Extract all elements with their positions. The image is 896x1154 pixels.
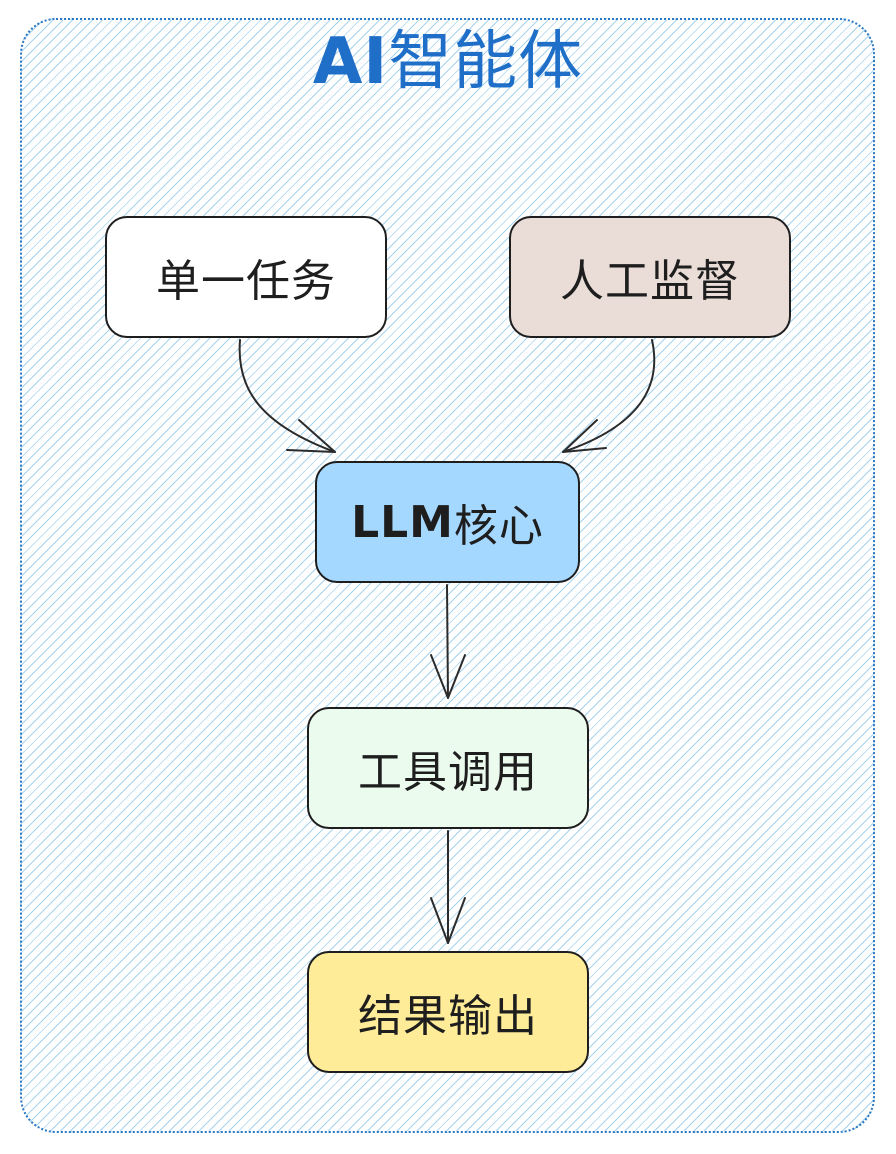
diagram-title: AI智能体 [0,30,896,94]
edge-tools-to-output [430,830,466,944]
node-single-task-label: 单一任务 [156,256,336,307]
node-human-supervision: 人工监督 [509,216,791,338]
node-llm-core-label-strong: LLM [351,496,454,548]
node-tool-call-label: 工具调用 [358,747,538,798]
title-part-a: AI [312,25,389,99]
title-part-b: 智能体 [388,25,584,99]
node-result-output: 结果输出 [307,951,589,1073]
edge-supervision-to-llm [562,339,656,453]
edge-task-to-llm [238,339,336,453]
node-tool-call: 工具调用 [307,707,589,829]
edge-llm-to-tools [430,584,466,699]
node-llm-core-label-rest: 核心 [453,501,544,552]
node-human-supervision-label: 人工监督 [560,256,740,307]
node-single-task: 单一任务 [105,216,387,338]
node-result-output-label: 结果输出 [358,991,538,1042]
